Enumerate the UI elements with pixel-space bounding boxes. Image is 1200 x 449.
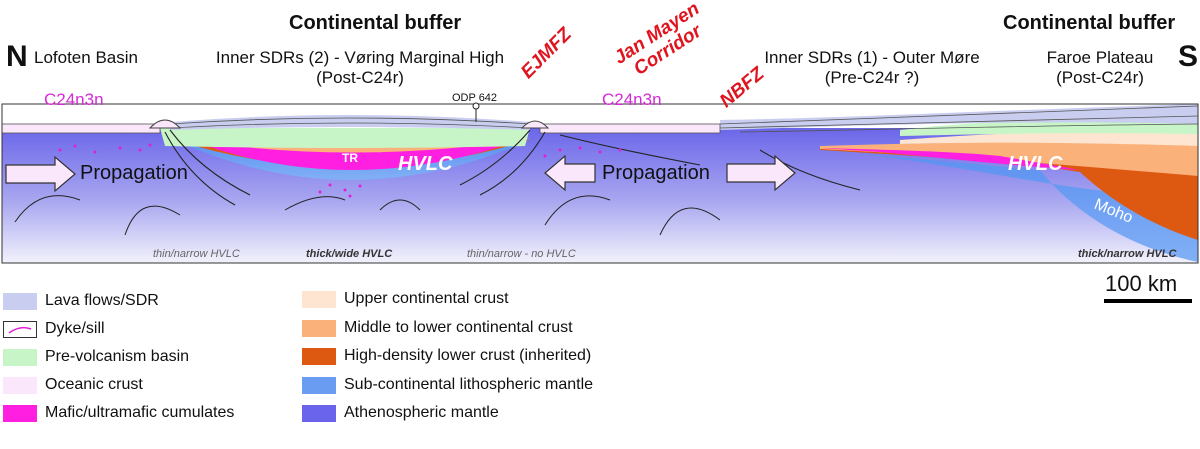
propagation-label-right: Propagation	[602, 162, 710, 184]
legend-item-mafic: Mafic/ultramafic cumulates	[3, 403, 234, 423]
mafic-swatch	[3, 404, 37, 422]
note-no-hvlc: thin/narrow - no HVLC	[467, 248, 576, 260]
propagation-arrow-left	[544, 154, 596, 192]
note-thick-narrow-hvlc: thick/narrow HVLC	[1078, 248, 1177, 260]
legend-item-oceanic: Oceanic crust	[3, 375, 143, 395]
legend-item-lava: Lava flows/SDR	[3, 291, 159, 311]
scl-mantle-swatch	[302, 376, 336, 394]
dyke-sill-icon	[3, 320, 37, 338]
propagation-arrow-right-2	[726, 154, 796, 192]
oceanic-swatch	[3, 376, 37, 394]
upper-continental-crust	[900, 130, 1198, 146]
legend-item-basin: Pre-volcanism basin	[3, 347, 189, 367]
hd-lower-crust-swatch	[302, 347, 336, 365]
inner-sdrs-1-label: Inner SDRs (1) - Outer Møre (Pre-C24r ?)	[764, 48, 980, 87]
propagation-arrows	[5, 154, 796, 193]
faroe-plateau-label: Faroe Plateau (Post-C24r)	[1046, 48, 1154, 87]
hvlc-label-right: HVLC	[1008, 153, 1063, 175]
propagation-label-left: Propagation	[80, 162, 188, 184]
propagation-arrow-right-1	[5, 155, 76, 193]
high-density-lower-crust	[820, 148, 1198, 240]
legend-item-middle-crust: Middle to lower continental crust	[302, 318, 573, 338]
note-thin-narrow-hvlc: thin/narrow HVLC	[153, 248, 240, 260]
convection-arrows	[14, 195, 721, 236]
chron-label-left: C24n3n	[44, 90, 104, 109]
note-thick-wide-hvlc: thick/wide HVLC	[306, 248, 393, 260]
volcano-middle	[520, 120, 550, 129]
asth-mantle-swatch	[302, 404, 336, 422]
basin-swatch	[3, 348, 37, 366]
odp-642-marker	[472, 102, 480, 122]
south-letter: S	[1178, 40, 1199, 73]
fault-lines	[164, 129, 861, 206]
pre-volcanism-basin-right	[900, 120, 1198, 136]
title-left: Continental buffer	[289, 12, 462, 34]
sdr-reflectors	[169, 105, 1199, 133]
oceanic-crust-left	[1, 123, 161, 134]
title-right: Continental buffer	[1003, 12, 1176, 34]
tr-label: TR	[342, 151, 358, 165]
odp-label: ODP 642	[452, 92, 498, 104]
legend-item-scl-mantle: Sub-continental lithospheric mantle	[302, 375, 593, 395]
cumulate-dots	[58, 143, 622, 198]
legend-item-dyke: Dyke/sill	[3, 319, 105, 339]
lofoten-label: Lofoten Basin	[34, 48, 138, 67]
hvlc-label-center: HVLC	[398, 153, 453, 175]
legend-item-hd-lower-crust: High-density lower crust (inherited)	[302, 346, 591, 366]
legend-item-asth-mantle: Athenospheric mantle	[302, 403, 499, 423]
scale-label: 100 km	[1105, 271, 1178, 296]
hvlc-wedge-right	[820, 148, 1080, 170]
sub-continental-mantle-right	[820, 150, 1198, 262]
pre-volcanism-basin-center	[160, 128, 530, 148]
middle-crust-swatch	[302, 319, 336, 337]
center-hvlc-cumulates	[190, 140, 520, 170]
inner-sdrs-2-label: Inner SDRs (2) - Vøring Marginal High (P…	[215, 48, 505, 87]
volcano-left	[148, 119, 182, 129]
upper-crust-swatch	[302, 290, 336, 308]
legend-item-upper-crust: Upper continental crust	[302, 289, 509, 309]
north-letter: N	[6, 40, 28, 73]
oceanic-crust-middle	[539, 123, 721, 134]
section-border	[1, 103, 1199, 264]
chron-label-middle: C24n3n	[602, 90, 662, 109]
lava-swatch	[3, 292, 37, 310]
lava-sdr-center	[170, 115, 530, 130]
